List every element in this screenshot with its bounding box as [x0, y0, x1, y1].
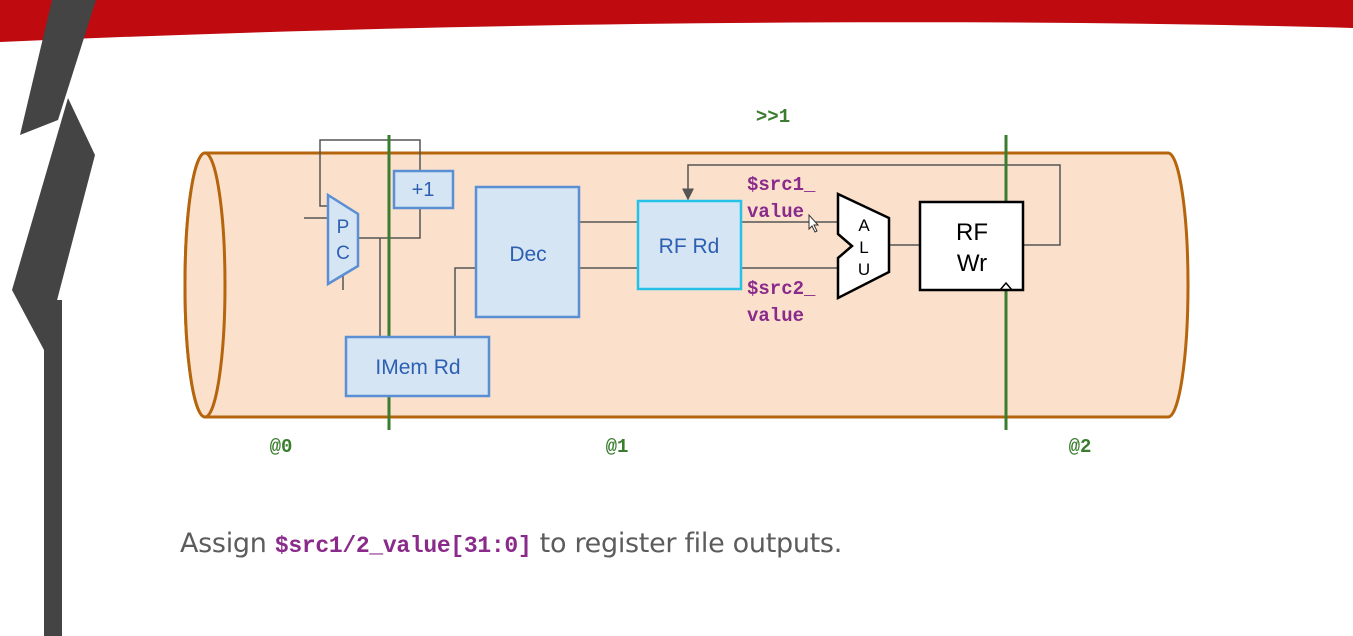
stage-label-0: @0: [270, 436, 293, 458]
rf-wr-feedback-wire: [682, 164, 1061, 246]
imem-rd-block: [344, 335, 491, 398]
pc-feedback-wire: [319, 139, 421, 207]
stage-label-1: @1: [606, 436, 629, 458]
pc-to-plus-one-wire: [358, 209, 421, 239]
src2-label-line2: value: [747, 305, 804, 327]
pc-label-c: C: [336, 243, 350, 264]
dec-label: Dec: [509, 243, 546, 266]
header-stripe-top: [20, 0, 96, 135]
header-stripe-vertical: [44, 300, 62, 636]
alu-label-l: L: [859, 238, 868, 257]
mouse-cursor-icon: [808, 213, 820, 233]
alu-label-a: A: [858, 216, 870, 235]
pc-label-p: P: [337, 217, 350, 238]
plus-one-block: [392, 169, 455, 210]
rf-wr-label-wr: Wr: [957, 250, 987, 277]
header-stripe-mid: [12, 98, 95, 350]
plus-one-label: +1: [412, 179, 435, 201]
header-red-band: [0, 0, 1353, 42]
src1-label-line2: value: [747, 201, 804, 223]
imem-rd-label: IMem Rd: [375, 356, 460, 379]
src2-label-line1: $src2_: [747, 278, 816, 300]
retime-label: >>1: [756, 106, 790, 128]
rf-wr-label-rf: RF: [956, 219, 988, 246]
alu-label-u: U: [858, 260, 870, 279]
pipeline-cylinder-left-end: [183, 151, 227, 419]
dec-block: [474, 185, 581, 319]
rf-rd-label: RF Rd: [659, 235, 720, 258]
rf-wr-block: [918, 200, 1025, 292]
caption: Assign $src1/2_value[31:0] to register f…: [180, 528, 842, 559]
rf-rd-block: [636, 199, 743, 291]
alu-block: [836, 192, 891, 301]
imem-to-dec-wire: [454, 267, 476, 336]
pc-block: [326, 192, 360, 287]
caption-suffix: to register file outputs.: [531, 528, 843, 559]
caption-code: $src1/2_value[31:0]: [274, 533, 532, 559]
src1-label-line1: $src1_: [747, 174, 816, 196]
caption-prefix: Assign: [180, 528, 275, 559]
stage-label-2: @2: [1069, 436, 1092, 458]
clock-edge-icon: [999, 281, 1013, 291]
